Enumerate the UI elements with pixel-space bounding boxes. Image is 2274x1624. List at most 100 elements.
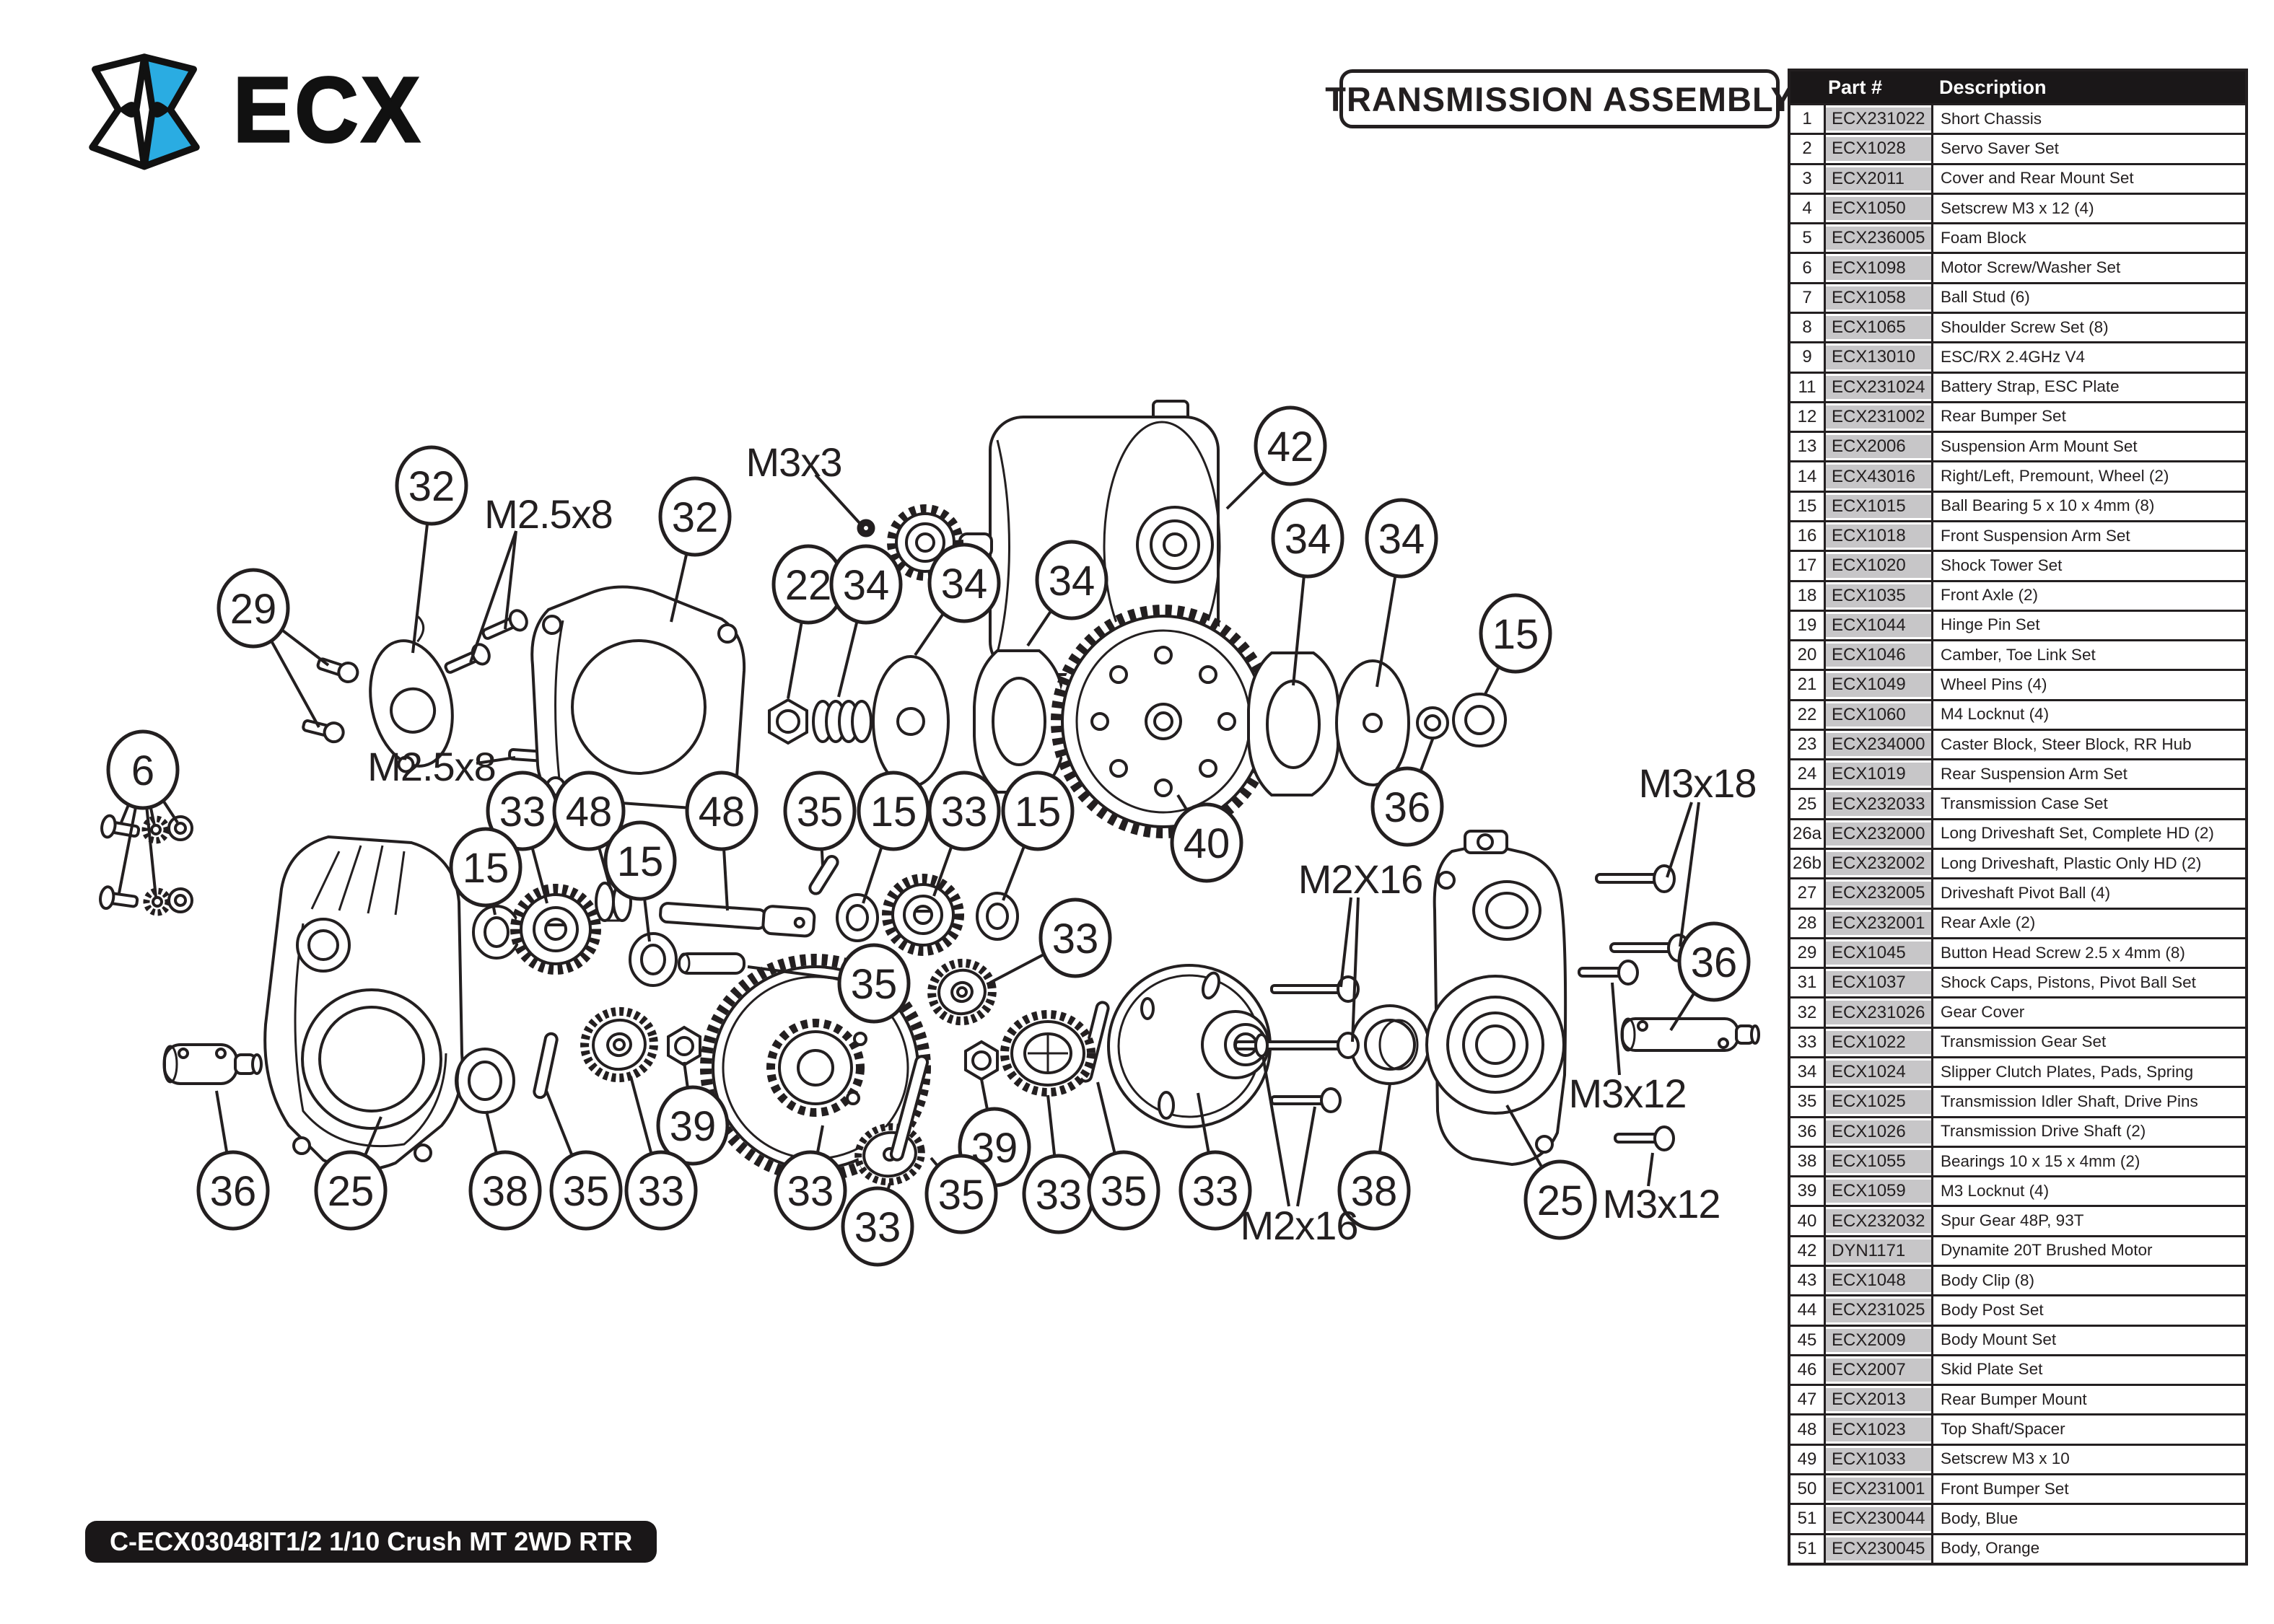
cell-description: Slipper Clutch Plates, Pads, Spring bbox=[1941, 1062, 2194, 1081]
balloon-circle bbox=[1365, 498, 1438, 579]
cell-description: Rear Axle (2) bbox=[1941, 913, 2036, 932]
cell-part-number: ECX1024 bbox=[1826, 1058, 1933, 1087]
cell-description: Ball Bearing 5 x 10 x 4mm (8) bbox=[1941, 496, 2155, 515]
cell-item-number: 40 bbox=[1790, 1207, 1826, 1235]
cell-part-number: ECX1055 bbox=[1826, 1147, 1933, 1176]
balloon-number: 35 bbox=[563, 1168, 610, 1215]
gear-cover-gasket-drawing bbox=[369, 615, 454, 773]
dimension-label: M2X16 bbox=[1298, 856, 1422, 902]
cell-part-number: ECX231002 bbox=[1826, 403, 1933, 431]
callout-balloon: 33 bbox=[624, 1150, 698, 1231]
cell-description: Driveshaft Pivot Ball (4) bbox=[1941, 883, 2111, 902]
callout-balloon: 25 bbox=[314, 1150, 388, 1231]
balloon-circle bbox=[1523, 1159, 1597, 1240]
cell-description: M4 Locknut (4) bbox=[1941, 705, 2050, 724]
cell-part-number: ECX1020 bbox=[1826, 552, 1933, 580]
balloon-number: 36 bbox=[1691, 939, 1738, 986]
cell-description: Body, Orange bbox=[1941, 1539, 2040, 1558]
cell-part-number: ECX231024 bbox=[1826, 373, 1933, 401]
balloon-number: 33 bbox=[941, 789, 988, 835]
balloon-number: 33 bbox=[787, 1168, 834, 1215]
balloon-circle bbox=[1337, 1150, 1411, 1231]
cell-description: Caster Block, Steer Block, RR Hub bbox=[1941, 734, 2192, 753]
cell-part-number: ECX1050 bbox=[1826, 194, 1933, 223]
balloon-circle bbox=[314, 1150, 388, 1231]
cell-item-number: 8 bbox=[1790, 313, 1826, 342]
callout-balloon: 34 bbox=[1365, 498, 1438, 579]
balloon-circle bbox=[1087, 1150, 1160, 1231]
cell-part-number: ECX43016 bbox=[1826, 462, 1933, 491]
cell-part-number: ECX1044 bbox=[1826, 611, 1933, 640]
cell-description: Servo Saver Set bbox=[1941, 139, 2059, 157]
callout-balloon: 39 bbox=[656, 1085, 730, 1166]
callout-balloon: 34 bbox=[927, 543, 1001, 623]
cell-description: Body, Blue bbox=[1941, 1509, 2019, 1527]
leader-line bbox=[476, 756, 516, 765]
balloon-number: 6 bbox=[131, 747, 154, 794]
cell-description: Front Axle (2) bbox=[1941, 586, 2039, 605]
cell-item-number: 28 bbox=[1790, 909, 1826, 937]
dimension-label: M3x18 bbox=[1638, 760, 1756, 806]
cell-part-number: ECX1049 bbox=[1826, 671, 1933, 699]
balloon-circle bbox=[927, 771, 1001, 851]
cell-description: Front Suspension Arm Set bbox=[1941, 526, 2130, 545]
balloon-circle bbox=[1170, 802, 1243, 883]
balloon-number: 40 bbox=[1184, 820, 1230, 867]
cell-description: Camber, Toe Link Set bbox=[1941, 645, 2096, 664]
callout-balloon: 38 bbox=[1337, 1150, 1411, 1231]
cell-description: Spur Gear 48P, 93T bbox=[1941, 1211, 2084, 1230]
slipper-stack-drawing bbox=[768, 605, 1507, 838]
balloon-circle bbox=[829, 544, 903, 625]
balloon-number: 38 bbox=[1351, 1168, 1398, 1215]
balloon-circle bbox=[774, 1150, 847, 1231]
cell-description: ESC/RX 2.4GHz V4 bbox=[1941, 347, 2086, 366]
title-box: TRANSMISSION ASSEMBLY bbox=[1325, 69, 1793, 128]
callout-balloon: 48 bbox=[685, 771, 758, 851]
cell-description: Transmission Gear Set bbox=[1941, 1032, 2107, 1051]
callout-balloon: 36 bbox=[196, 1150, 270, 1231]
cell-item-number: 38 bbox=[1790, 1147, 1826, 1176]
cell-part-number: ECX1059 bbox=[1826, 1177, 1933, 1206]
cell-item-number: 47 bbox=[1790, 1386, 1826, 1414]
balloon-number: 35 bbox=[938, 1172, 985, 1219]
cell-description: Foam Block bbox=[1941, 228, 2026, 247]
cell-part-number: ECX1048 bbox=[1826, 1266, 1933, 1295]
cell-description: Long Driveshaft Set, Complete HD (2) bbox=[1941, 824, 2214, 843]
leader-line bbox=[1679, 802, 1700, 947]
cell-part-number: ECX2011 bbox=[1826, 164, 1933, 193]
column-header-description: Description bbox=[1939, 76, 2047, 98]
cell-item-number: 43 bbox=[1790, 1266, 1826, 1295]
left-case-drawing bbox=[263, 835, 464, 1172]
balloon-number: 39 bbox=[670, 1103, 717, 1150]
callout-balloon: 32 bbox=[658, 476, 732, 557]
bearing-38-right-drawing bbox=[1350, 1004, 1430, 1085]
right-case-drawing bbox=[1425, 830, 1567, 1167]
balloon-number: 33 bbox=[1036, 1172, 1083, 1219]
cell-part-number: ECX236005 bbox=[1826, 224, 1933, 253]
balloon-number: 34 bbox=[941, 561, 988, 607]
balloon-number: 48 bbox=[566, 789, 613, 835]
locknut-39-left-drawing bbox=[667, 1025, 701, 1067]
cell-item-number: 27 bbox=[1790, 879, 1826, 908]
balloon-circle bbox=[1001, 771, 1075, 851]
cell-part-number: ECX1045 bbox=[1826, 939, 1933, 967]
cell-part-number: ECX232032 bbox=[1826, 1207, 1933, 1235]
cell-part-number: ECX1035 bbox=[1826, 581, 1933, 610]
leader-line bbox=[1647, 1152, 1654, 1187]
leader-line bbox=[1666, 802, 1693, 878]
